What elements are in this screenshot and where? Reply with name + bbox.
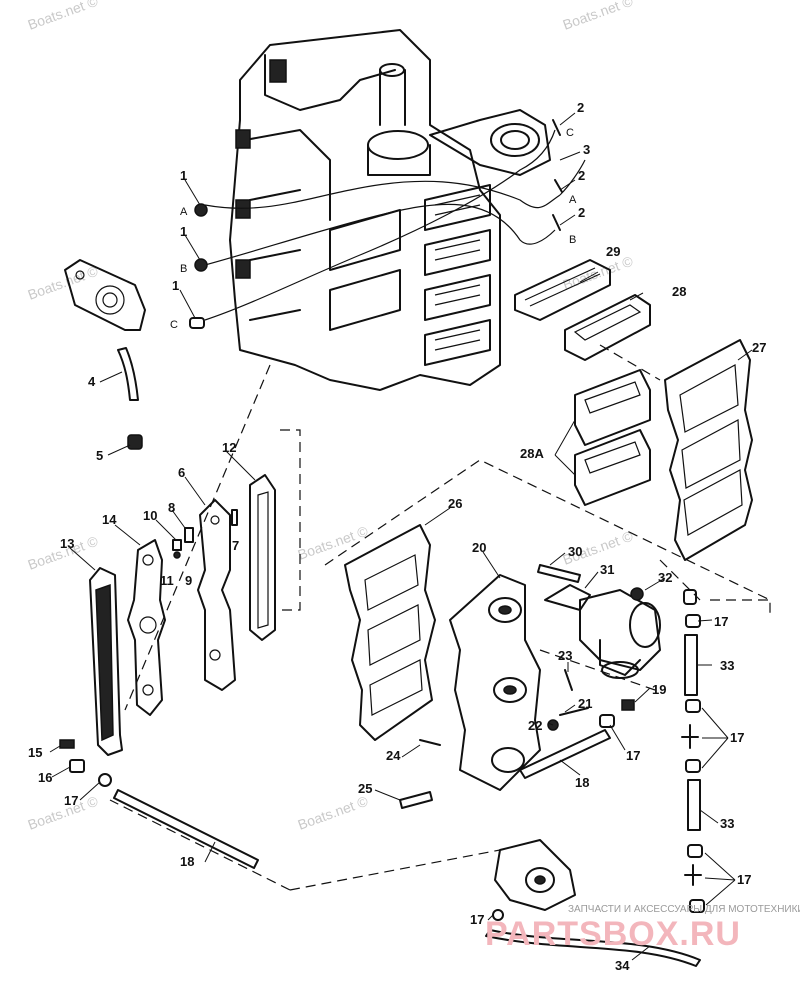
fitting-16 bbox=[69, 759, 85, 773]
watermark: Boats.net © bbox=[26, 262, 101, 302]
gasket-28 bbox=[564, 294, 651, 361]
tube-18-lower bbox=[113, 789, 259, 869]
callout-18: 18 bbox=[575, 775, 589, 790]
callout-28: 28 bbox=[672, 284, 686, 299]
bolt-19 bbox=[621, 699, 635, 711]
callout-17: 17 bbox=[737, 872, 751, 887]
gasket-26 bbox=[344, 524, 436, 741]
callout-32: 32 bbox=[658, 570, 672, 585]
engine-block bbox=[204, 29, 586, 391]
screw-15 bbox=[59, 739, 75, 749]
fuel-line-right bbox=[681, 589, 705, 913]
letter-b: B bbox=[569, 234, 576, 246]
callout-12: 12 bbox=[222, 440, 236, 455]
callout-4: 4 bbox=[88, 374, 96, 389]
brand-tagline: ЗАПЧАСТИ И АКСЕССУАРЫ ДЛЯ МОТОТЕХНИКИ bbox=[568, 904, 800, 915]
callout-5: 5 bbox=[96, 448, 103, 463]
fuel-line-34 bbox=[485, 929, 701, 967]
bolt-24 bbox=[419, 739, 441, 746]
callout-2: 2 bbox=[578, 168, 585, 183]
callout-2: 2 bbox=[578, 205, 585, 220]
callout-31: 31 bbox=[600, 562, 614, 577]
callout-14: 14 bbox=[102, 512, 117, 527]
reed-block-29 bbox=[514, 259, 611, 321]
letter-a: A bbox=[569, 194, 577, 206]
callout-2: 2 bbox=[577, 100, 584, 115]
gasket-6 bbox=[197, 499, 236, 691]
leader-lines bbox=[49, 112, 753, 961]
bolt-23 bbox=[564, 669, 573, 691]
brand-watermark: ЗАПЧАСТИ И АКСЕССУАРЫ ДЛЯ МОТОТЕХНИКИ PA… bbox=[485, 904, 800, 953]
callout-17: 17 bbox=[626, 748, 640, 763]
callout-3: 3 bbox=[583, 142, 590, 157]
callout-21: 21 bbox=[578, 696, 592, 711]
stud-25 bbox=[399, 791, 433, 809]
callout-1: 1 bbox=[180, 224, 187, 239]
cover-upper-left bbox=[64, 259, 146, 331]
callout-17: 17 bbox=[470, 912, 484, 927]
callout-13: 13 bbox=[60, 536, 74, 551]
callout-25: 25 bbox=[358, 781, 372, 796]
callout-28a: 28A bbox=[520, 446, 544, 461]
letter-b: B bbox=[180, 263, 187, 275]
callout-33: 33 bbox=[720, 658, 734, 673]
cylinder-ribs bbox=[329, 184, 491, 366]
carburetor-31 bbox=[544, 584, 661, 679]
callout-20: 20 bbox=[472, 540, 486, 555]
callout-9: 9 bbox=[185, 573, 192, 588]
callout-6: 6 bbox=[178, 465, 185, 480]
callout-7: 7 bbox=[232, 538, 239, 553]
engine-fasteners bbox=[189, 119, 563, 329]
callout-19: 19 bbox=[652, 682, 666, 697]
brand-logo: PARTSBOX.RU bbox=[485, 915, 741, 953]
callout-17: 17 bbox=[730, 730, 744, 745]
plate-13 bbox=[89, 567, 123, 756]
gasket-28a bbox=[574, 369, 651, 506]
fitting-5 bbox=[127, 434, 143, 450]
callout-34: 34 bbox=[615, 958, 630, 973]
gasket-14 bbox=[127, 539, 166, 716]
callout-18: 18 bbox=[180, 854, 194, 869]
callout-8: 8 bbox=[168, 500, 175, 515]
intake-manifold-20 bbox=[449, 574, 541, 791]
watermark: Boats.net © bbox=[561, 0, 636, 33]
callout-15: 15 bbox=[28, 745, 42, 760]
callout-17: 17 bbox=[64, 793, 78, 808]
plate-27 bbox=[664, 339, 753, 561]
bolt-21 bbox=[559, 707, 589, 716]
callout-1: 1 bbox=[172, 278, 179, 293]
callout-23: 23 bbox=[558, 648, 572, 663]
letter-c: C bbox=[170, 319, 178, 331]
callout-27: 27 bbox=[752, 340, 766, 355]
stud-30 bbox=[537, 564, 581, 583]
callout-1: 1 bbox=[180, 168, 187, 183]
callout-33: 33 bbox=[720, 816, 734, 831]
letter-c: C bbox=[566, 127, 574, 139]
callout-17: 17 bbox=[714, 614, 728, 629]
callout-16: 16 bbox=[38, 770, 52, 785]
fuel-pump-lower bbox=[494, 839, 576, 911]
callout-11: 11 bbox=[160, 573, 174, 588]
nut-32 bbox=[630, 587, 644, 601]
dashed-lines bbox=[109, 344, 771, 891]
callout-24: 24 bbox=[386, 748, 401, 763]
hose-4 bbox=[117, 347, 139, 401]
tube-18-mid bbox=[519, 729, 611, 779]
watermark: Boats.net © bbox=[296, 792, 371, 832]
small-parts-7-11 bbox=[172, 509, 238, 559]
clip-17 bbox=[98, 773, 112, 787]
callout-26: 26 bbox=[448, 496, 462, 511]
watermark: Boats.net © bbox=[26, 0, 101, 33]
fitting-17-mid bbox=[599, 714, 615, 728]
callout-labels: 1 1 1 2 2 2 3 4 5 6 7 8 9 10 11 12 13 14… bbox=[28, 100, 766, 973]
reference-letters: A B C C A B bbox=[170, 127, 577, 331]
callout-10: 10 bbox=[143, 508, 157, 523]
letter-a: A bbox=[180, 206, 188, 218]
gasket-12 bbox=[249, 474, 276, 641]
callout-30: 30 bbox=[568, 544, 582, 559]
callout-29: 29 bbox=[606, 244, 620, 259]
callout-22: 22 bbox=[528, 718, 542, 733]
